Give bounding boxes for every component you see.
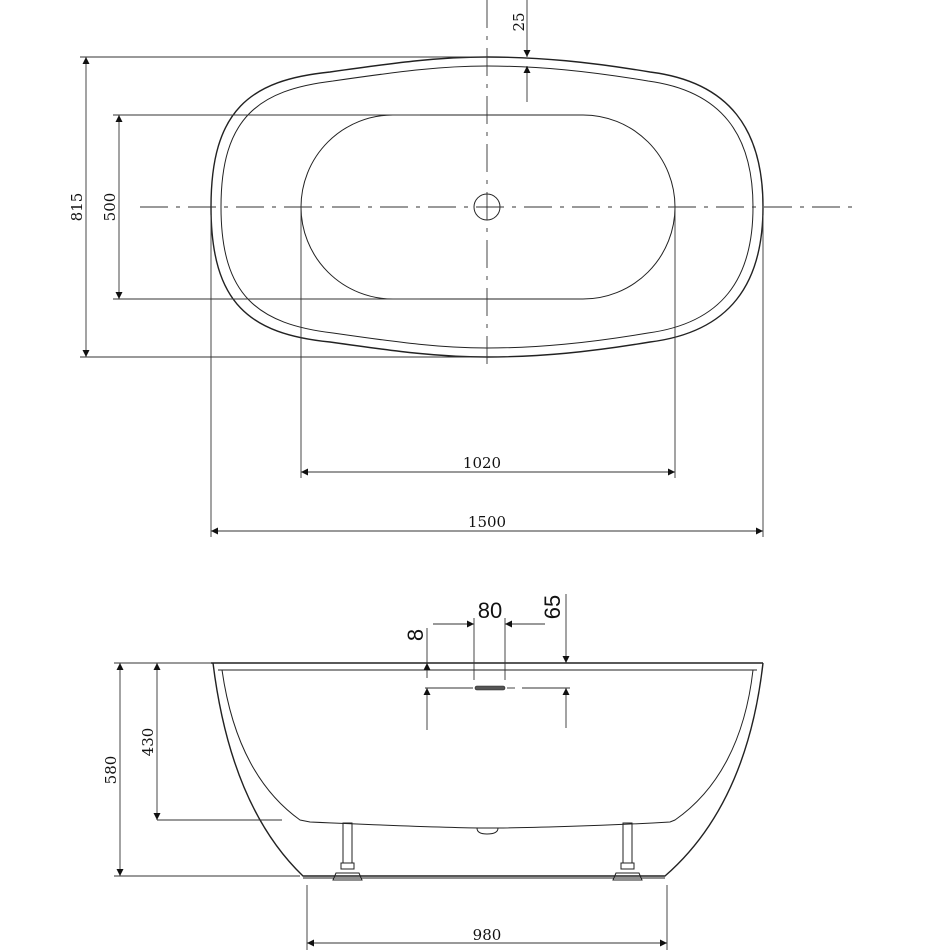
dimension-580: 580 [102,662,300,877]
dimension-label: 80 [478,598,502,623]
dimension-label: 8 [403,629,428,641]
dimension-label: 430 [139,728,157,757]
dimension-815: 815 [68,56,487,358]
dimension-label: 500 [101,193,119,222]
dimension-label: 1500 [468,513,506,531]
dimension-500: 500 [101,114,420,300]
leg-left [332,822,363,881]
outer-rim [210,56,764,358]
dimension-label: 980 [473,926,502,944]
drain-outlet [476,827,499,835]
inner-shell [221,669,754,829]
overflow [425,685,570,691]
leg-right [612,822,643,881]
dimension-label: 25 [510,12,528,31]
dimension-430: 430 [139,663,282,821]
dimension-25: 25 [510,0,531,102]
dimension-label: 65 [540,595,565,619]
side-view: 80 8 65 580 430 [102,594,764,950]
top-view: 25 815 500 1020 [68,0,858,537]
dimension-65: 65 [540,594,570,728]
dimension-1020: 1020 [300,207,676,478]
dimension-1500: 1500 [210,215,764,537]
dimension-label: 815 [68,193,86,222]
dimension-80: 80 [433,598,545,680]
dimension-label: 580 [102,756,120,785]
dimension-980: 980 [306,885,668,950]
dimension-8: 8 [403,628,431,730]
dimension-label: 1020 [463,454,501,472]
outer-shell [212,662,764,877]
